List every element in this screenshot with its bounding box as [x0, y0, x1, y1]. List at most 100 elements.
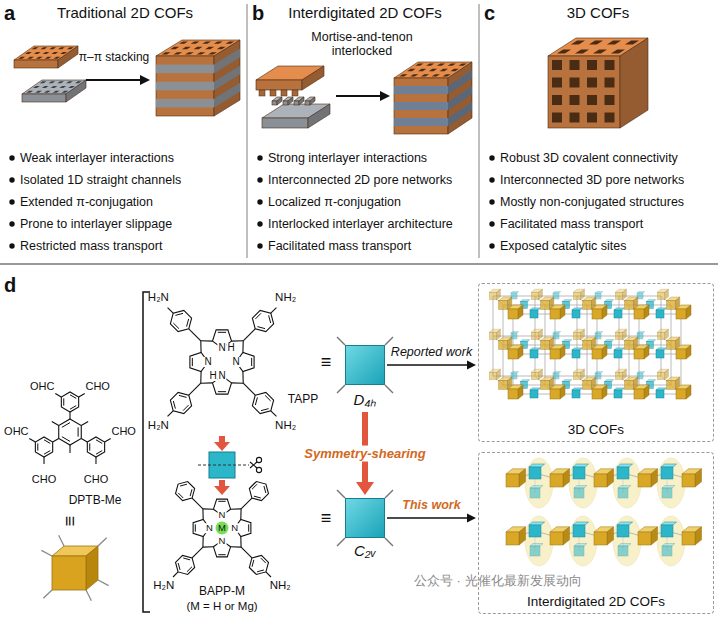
cube-side	[497, 329, 501, 340]
tecton-square	[661, 467, 673, 479]
double-bond	[190, 489, 192, 496]
functional-group: OHC	[30, 380, 54, 393]
amine-bond	[168, 411, 174, 417]
double-bond	[78, 427, 79, 436]
square-top	[563, 300, 572, 302]
pore	[66, 81, 73, 83]
double-bond	[187, 567, 192, 572]
bullet-dot	[9, 221, 14, 226]
pore	[67, 47, 74, 49]
bullet-dot	[489, 199, 494, 204]
arrow-head	[380, 91, 390, 101]
tecton-square	[574, 546, 584, 556]
cube-front	[682, 532, 695, 545]
edge-label: Reported work	[391, 345, 472, 359]
functional-group: CHO	[32, 473, 56, 486]
pore	[570, 78, 580, 88]
pore	[575, 50, 589, 54]
cube-side	[581, 329, 585, 340]
pore	[625, 41, 639, 45]
double-bond	[252, 484, 257, 489]
pore	[25, 52, 32, 54]
atom-label: N	[231, 357, 240, 367]
pore	[570, 60, 580, 70]
pore	[421, 74, 429, 76]
tenon	[292, 90, 298, 96]
bullet-text: Interlocked interlayer architecture	[268, 217, 453, 231]
cube-front	[508, 349, 518, 359]
pore	[60, 52, 67, 54]
double-bond	[62, 423, 70, 428]
square-top	[563, 380, 572, 382]
aldehyde-bond	[55, 394, 61, 398]
scissors-blade	[250, 462, 257, 468]
cof-sheet-side	[308, 104, 330, 128]
functional-group: OHC	[4, 425, 28, 438]
double-bond	[187, 319, 189, 327]
meso-bond	[242, 341, 243, 353]
pore	[570, 95, 580, 105]
arrow-label: Mortise-and-tenon interlocked	[303, 30, 421, 59]
pore	[45, 57, 52, 59]
bullet-text: Prone to interlayer slippage	[20, 217, 172, 231]
pore	[214, 41, 223, 43]
linker-arm	[337, 538, 345, 546]
bullet-dot	[257, 199, 262, 204]
cube-side	[644, 305, 649, 319]
cube-side	[686, 305, 691, 319]
pore	[68, 86, 75, 88]
cube-side	[560, 305, 565, 319]
cube-side	[607, 527, 614, 545]
cube-front	[594, 532, 607, 545]
pore	[605, 78, 615, 88]
bullet-text: Localized π-conjugation	[268, 195, 401, 209]
cube-side	[686, 385, 691, 399]
tenon	[281, 90, 287, 96]
layer-stripe	[448, 102, 472, 126]
panel-letter: d	[4, 274, 16, 297]
bullet-dot	[9, 177, 14, 182]
cube-front	[592, 309, 602, 319]
double-bond	[192, 358, 193, 366]
pore-halo	[613, 516, 641, 566]
double-bond	[218, 554, 225, 555]
cof-sheet-front	[14, 60, 58, 68]
panel-letter: b	[252, 2, 264, 25]
tecton-square	[529, 525, 541, 537]
meso-bond	[240, 537, 241, 548]
stacked-cof-side	[214, 40, 240, 116]
pore	[40, 81, 47, 83]
bullet-text: Robust 3D covalent connectivity	[500, 151, 678, 165]
cube-front	[531, 332, 539, 340]
cube-side	[651, 527, 658, 545]
cube-front	[52, 556, 86, 590]
layer-stripe	[394, 102, 448, 110]
equivalence-sign: ≡	[60, 516, 81, 527]
pore	[202, 41, 211, 43]
methyl-bond	[69, 445, 70, 453]
double-bond	[261, 409, 269, 411]
pore	[587, 95, 597, 105]
aldehyde-bond	[95, 457, 96, 464]
square-top	[656, 308, 666, 310]
cube-front	[506, 532, 519, 545]
double-bond	[178, 493, 183, 498]
cof-sheet-side	[58, 46, 78, 68]
pore	[605, 95, 615, 105]
amine-bond	[266, 572, 271, 577]
cube-front	[499, 301, 508, 310]
pore	[432, 74, 440, 76]
layer-stripe	[156, 99, 214, 108]
arrow-label: π–π stacking	[79, 51, 150, 65]
bullet-text: Exposed catalytic sites	[500, 239, 626, 253]
bullet-text: Facilitated mass transport	[268, 239, 411, 253]
tecton-node: D₄ₕ	[345, 345, 385, 409]
pore	[191, 41, 200, 43]
double-bond	[261, 558, 266, 563]
arrow-shaft	[86, 79, 141, 81]
cube-front	[615, 372, 623, 380]
linker-arm	[337, 385, 345, 393]
top-illustrations	[0, 4, 718, 264]
cube-front	[531, 292, 539, 300]
aldehyde-bond	[29, 439, 35, 443]
